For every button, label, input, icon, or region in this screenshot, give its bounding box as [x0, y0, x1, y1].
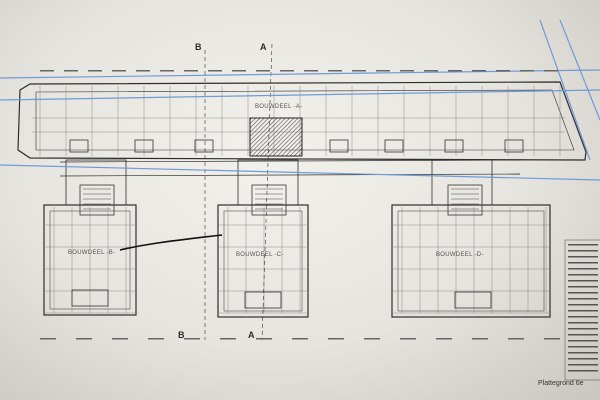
- dimension-mark: [472, 338, 488, 340]
- stair-core: [69, 139, 89, 153]
- building-label-c: BOUWDEEL -C-: [236, 252, 284, 258]
- dimension-mark: [400, 338, 416, 340]
- dimension-mark: [400, 70, 414, 72]
- stair-core: [134, 139, 154, 153]
- stair-core: [244, 291, 282, 309]
- wing-c-outline: [217, 204, 309, 318]
- building-label-d: BOUWDEEL -D-: [436, 252, 484, 258]
- title-block-row: [568, 268, 598, 270]
- blue-line-2: [0, 89, 600, 101]
- title-block-title: Plattegrond 6e: [538, 380, 584, 387]
- dimension-mark: [280, 70, 294, 72]
- hand-drawn-stroke: [119, 234, 223, 251]
- section-line-a: [261, 43, 273, 341]
- dimension-mark: [436, 338, 452, 340]
- dimension-mark: [64, 70, 78, 72]
- dimension-mark: [160, 70, 174, 72]
- title-block-row: [568, 334, 598, 336]
- central-core-hatched: [249, 117, 303, 157]
- dimension-mark: [232, 70, 246, 72]
- dimension-mark: [424, 70, 438, 72]
- title-block-row: [568, 364, 598, 366]
- section-marker-b-top: B: [195, 42, 202, 52]
- title-block-row: [568, 262, 598, 264]
- stair-core: [504, 139, 524, 153]
- dimension-mark: [220, 338, 236, 340]
- dimension-mark: [112, 70, 126, 72]
- title-block-row: [568, 304, 598, 306]
- dimension-mark: [328, 338, 344, 340]
- dimension-mark: [256, 338, 272, 340]
- title-block-row: [568, 322, 598, 324]
- dimension-mark: [256, 70, 270, 72]
- dimension-mark: [40, 338, 56, 340]
- blue-line-4: [559, 19, 600, 121]
- dimension-mark: [544, 338, 560, 340]
- title-block-row: [568, 244, 598, 246]
- section-marker-a-bottom: A: [248, 330, 255, 340]
- title-block-row: [568, 310, 598, 312]
- dimension-mark: [184, 70, 198, 72]
- dimension-mark: [136, 70, 150, 72]
- stair-core: [454, 291, 492, 309]
- stair-core: [329, 139, 349, 153]
- title-block-row: [568, 358, 598, 360]
- dimension-mark: [508, 338, 524, 340]
- wing-a-inner-outline: [35, 89, 575, 151]
- dimension-mark: [352, 70, 366, 72]
- title-block-row: [568, 340, 598, 342]
- title-block-row: [568, 292, 598, 294]
- title-block-row: [568, 298, 598, 300]
- title-block-row: [568, 250, 598, 252]
- title-block-row: [568, 256, 598, 258]
- dimension-mark: [184, 338, 200, 340]
- section-marker-a-top: A: [260, 42, 267, 52]
- stair-core: [447, 184, 483, 216]
- title-block-row: [568, 352, 598, 354]
- stair-core: [251, 184, 287, 216]
- dimension-mark: [496, 70, 510, 72]
- stair-core: [194, 139, 214, 153]
- dimension-mark: [112, 338, 128, 340]
- dimension-mark: [304, 70, 318, 72]
- blue-line-5: [0, 164, 600, 181]
- blue-line-3: [539, 19, 591, 161]
- dimension-mark: [520, 70, 534, 72]
- building-label-b: BOUWDEEL -B-: [68, 250, 116, 256]
- wing-d-outline: [391, 204, 551, 318]
- dimension-mark: [88, 70, 102, 72]
- stair-core: [79, 184, 115, 216]
- dimension-mark: [208, 70, 222, 72]
- title-block-row: [568, 346, 598, 348]
- title-block-row: [568, 280, 598, 282]
- dimension-mark: [148, 338, 164, 340]
- dimension-mark: [472, 70, 486, 72]
- dimension-mark: [448, 70, 462, 72]
- building-label-a: BOUWDEEL -A-: [255, 104, 303, 110]
- stair-core: [384, 139, 404, 153]
- dimension-mark: [544, 70, 558, 72]
- title-block: [564, 239, 600, 381]
- stair-core: [71, 289, 109, 307]
- dimension-mark: [328, 70, 342, 72]
- title-block-row: [568, 328, 598, 330]
- dimension-mark: [376, 70, 390, 72]
- dimension-mark: [76, 338, 92, 340]
- title-block-row: [568, 370, 598, 372]
- dimension-mark: [364, 338, 380, 340]
- dimension-mark: [292, 338, 308, 340]
- title-block-row: [568, 286, 598, 288]
- title-block-row: [568, 316, 598, 318]
- dimension-mark: [40, 70, 54, 72]
- stair-core: [444, 139, 464, 153]
- section-marker-b-bottom: B: [178, 330, 185, 340]
- title-block-row: [568, 274, 598, 276]
